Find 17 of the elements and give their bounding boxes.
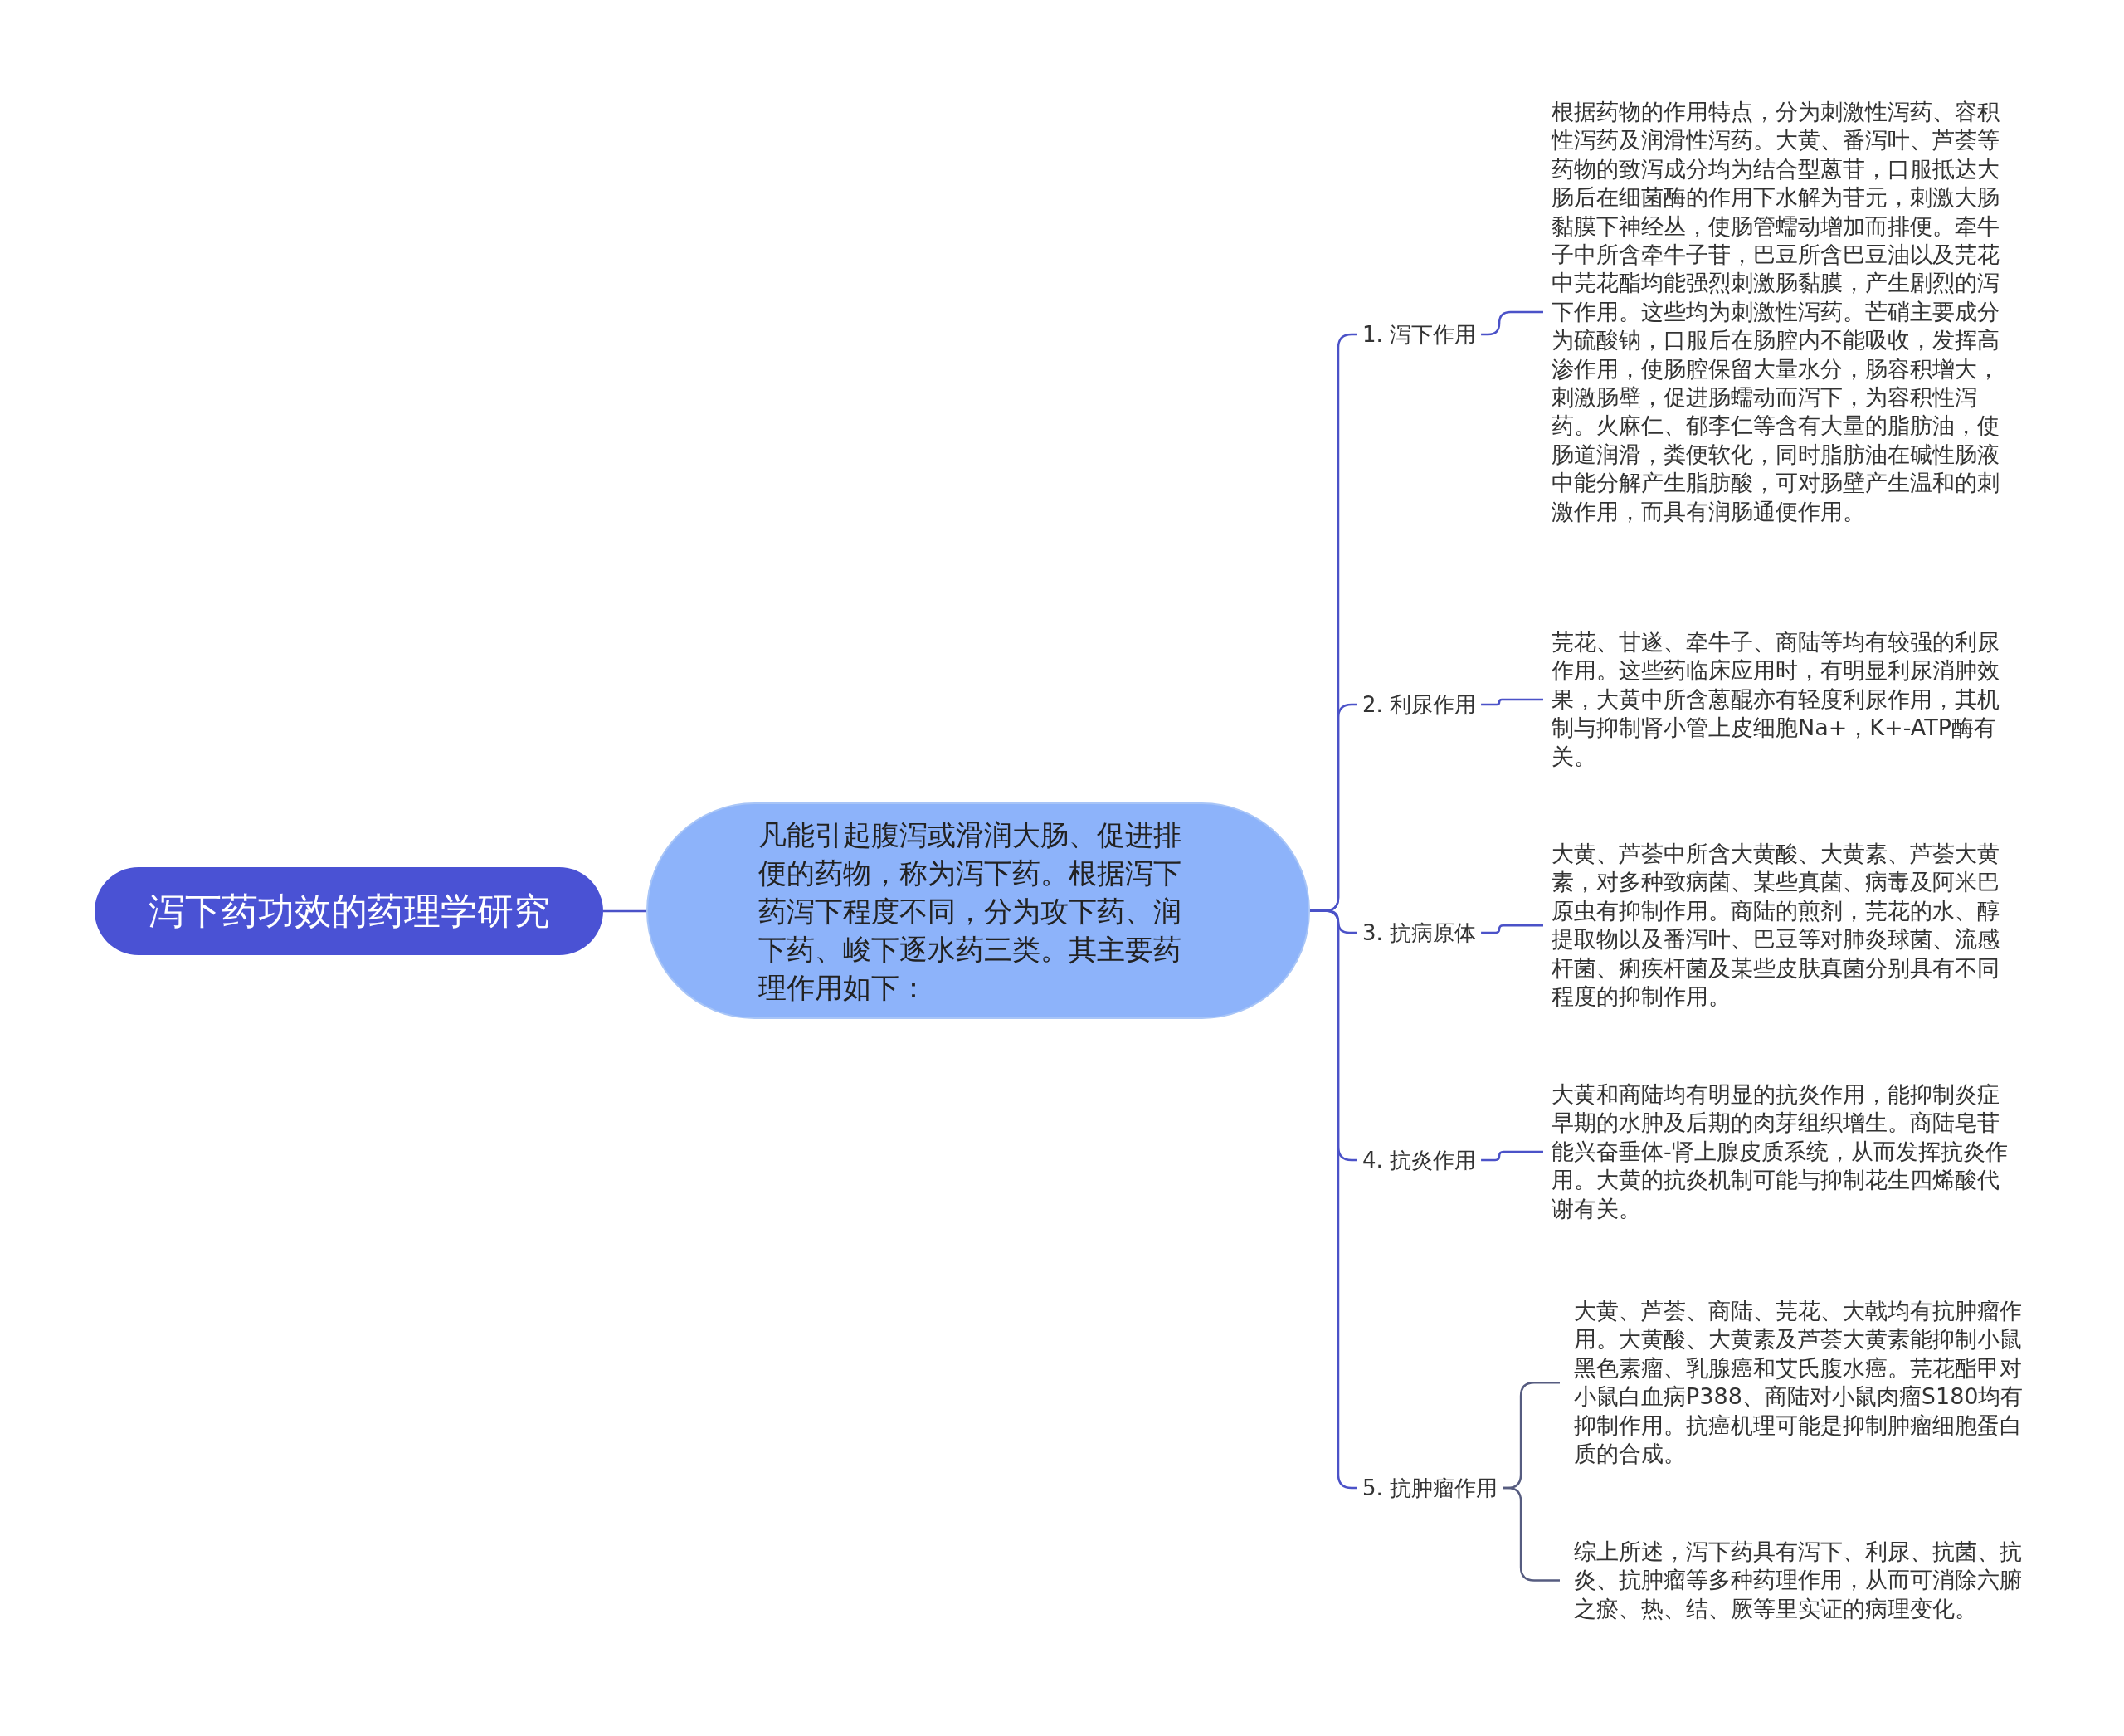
- note-text: 大黄、芦荟、商陆、芫花、大戟均有抗肿瘤作用。大黄酸、大黄素及芦荟大黄素能抑制小鼠黑色素瘤、乳腺癌和艾氏腹水癌。芫花酯甲对小鼠白血病P388、商陆对小鼠肉瘤S180均有抑制作用。抗癌机理可能是抑制肿瘤细胞蛋白质的合成。: [1560, 1297, 2033, 1469]
- branch-label: 2. 利尿作用: [1357, 688, 1482, 721]
- note-text: 大黄和商陆均有明显的抗炎作用，能抑制炎症早期的水肿及后期的肉芽组织增生。商陆皂苷能兴奋垂体-肾上腺皮质系统，从而发挥抗炎作用。大黄的抗炎机制可能与抑制花生四烯酸代谢有关。: [1543, 1080, 2008, 1224]
- note-text: 芫花、甘遂、牵牛子、商陆等均有较强的利尿作用。这些药临床应用时，有明显利尿消肿效果，大黄中所含蒽醌亦有轻度利尿作用，其机制与抑制肾小管上皮细胞Na+，K+-ATP酶有关。: [1543, 628, 2008, 772]
- connector-line: [1481, 698, 1543, 706]
- connector-line: [1481, 1150, 1543, 1162]
- note-text: 大黄、芦荟中所含大黄酸、大黄素、芦荟大黄素，对多种致病菌、某些真菌、病毒及阿米巴原虫有抑制作用。商陆的煎剂，芫花的水、醇提取物以及番泻叶、巴豆等对肺炎球菌、流感杆菌、痢疾杆菌及某些皮肤真菌分别具有不同程度的抑制作用。: [1543, 840, 2008, 1012]
- connector-line: [1481, 924, 1543, 934]
- branch-label: 1. 泻下作用: [1357, 318, 1482, 351]
- note-text: 综上所述，泻下药具有泻下、利尿、抗菌、抗炎、抗肿瘤等多种药理作用，从而可消除六腑之瘀、热、结、厥等里实证的病理变化。: [1560, 1538, 2033, 1624]
- branch-label: 4. 抗炎作用: [1357, 1144, 1482, 1177]
- connector-line: [1503, 1486, 1560, 1582]
- root-topic-box: 泻下药功效的药理学研究: [95, 867, 603, 955]
- branch-label: 3. 抗病原体: [1357, 916, 1482, 949]
- connector-line: [603, 909, 646, 913]
- note-text: 根据药物的作用特点，分为刺激性泻药、容积性泻药及润滑性泻药。大黄、番泻叶、芦荟等药物的致泻成分均为结合型蒽苷，口服抵达大肠后在细菌酶的作用下水解为苷元，刺激大肠黏膜下神经丛，使肠管蠕动增加而排便。牵牛子中所含牵牛子苷，巴豆所含巴豆油以及芫花中芫花酯均能强烈刺激肠黏膜，产生剧烈的泻下作用。这些均为刺激性泻药。芒硝主要成分为硫酸钠，口服后在肠腔内不能吸收，发挥高渗作用，使肠腔保留大量水分，肠容积增大，刺激肠壁，促进肠蠕动而泻下，为容积性泻药。火麻仁、郁李仁等含有大量的脂肪油，使肠道润滑，粪便软化，同时脂肪油在碱性肠液中能分解产生脂肪酸，可对肠壁产生温和的刺激作用，而具有润肠通便作用。: [1543, 98, 2008, 527]
- branch-label: 5. 抗肿瘤作用: [1357, 1471, 1503, 1504]
